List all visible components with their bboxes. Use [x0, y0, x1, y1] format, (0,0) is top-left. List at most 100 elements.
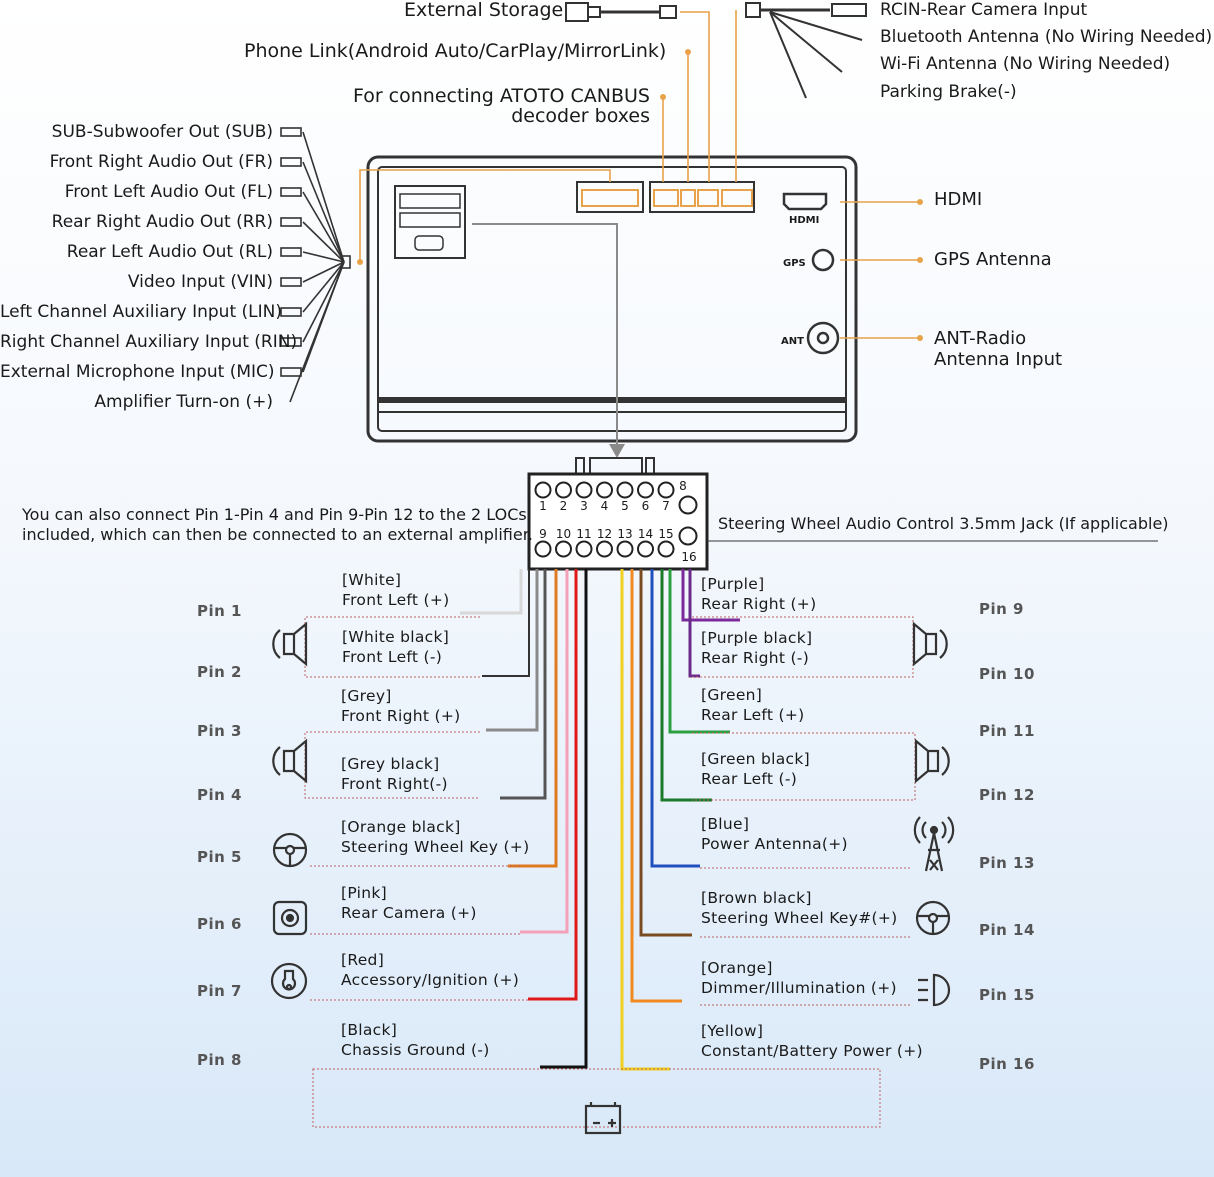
pin-number-label: Pin 16 — [979, 1055, 1035, 1073]
rca-plug-icon — [280, 307, 302, 317]
harness-wire — [681, 569, 740, 622]
loc-note-line2: included, which can then be connected to… — [22, 525, 533, 544]
wire-function-label: Rear Right (-) — [701, 649, 810, 667]
wire-function-label: Front Left (+) — [342, 591, 450, 609]
connector-pin-hole — [534, 540, 552, 558]
connector-pin-hole — [678, 526, 698, 546]
left-output-label: Rear Right Audio Out (RR) — [51, 212, 273, 232]
top-connectors — [576, 181, 755, 213]
harness-wire — [688, 569, 700, 678]
harness-wire — [508, 569, 558, 868]
wire-color-label: [Brown black] — [701, 889, 812, 907]
connector-pin-hole — [596, 540, 613, 558]
steering-wheel-icon — [915, 900, 951, 936]
connector-pin-number: 7 — [662, 499, 670, 513]
steering-jack-note: Steering Wheel Audio Control 3.5mm Jack … — [718, 514, 1169, 533]
connector-pin-number: 15 — [658, 527, 674, 541]
top-leader-lines — [359, 10, 920, 339]
connector-pin-number: 10 — [555, 527, 572, 541]
harness-wire — [630, 569, 682, 1003]
phone-link-label: Phone Link(Android Auto/CarPlay/MirrorLi… — [244, 40, 667, 62]
ant-label-line1: ANT-Radio — [934, 328, 1027, 349]
connector-pin-hole — [575, 481, 593, 499]
connector-pin-hole — [555, 481, 572, 499]
harness-wire — [500, 569, 547, 800]
wifi-label: Wi-Fi Antenna (No Wiring Needed) — [880, 54, 1171, 74]
wire-function-label: Power Antenna(+) — [701, 835, 848, 853]
harness-wire — [668, 569, 730, 734]
left-output-label: Front Left Audio Out (FL) — [64, 182, 273, 202]
left-output-label: Left Channel Auxiliary Input (LIN) — [0, 302, 282, 322]
wire-color-label: [Yellow] — [701, 1022, 764, 1040]
rcin-label: RCIN-Rear Camera Input — [880, 0, 1088, 20]
wire-function-label: Steering Wheel Key#(+) — [701, 909, 898, 927]
speaker-icon — [272, 621, 308, 667]
pin-number-label: Pin 1 — [197, 602, 242, 620]
side-ports — [782, 192, 840, 355]
rca-plug-icon — [280, 217, 302, 227]
connector-pin-number: 13 — [617, 527, 633, 541]
pin-number-label: Pin 6 — [197, 915, 242, 933]
connector-pin-number: 5 — [621, 499, 629, 513]
harness-wire — [460, 569, 523, 615]
pin-number-label: Pin 13 — [979, 854, 1035, 872]
harness-wire — [540, 569, 588, 1069]
harness-socket — [394, 185, 466, 259]
connector-pin-hole — [555, 540, 572, 558]
antenna-tower-icon — [913, 816, 955, 872]
rca-plug-icon — [280, 157, 302, 167]
rca-plug-icon — [280, 247, 302, 257]
camera-icon — [272, 900, 308, 936]
connector-pin-hole — [534, 481, 552, 499]
wire-function-label: Dimmer/Illumination (+) — [701, 979, 897, 997]
pin-number-label: Pin 3 — [197, 722, 242, 740]
bluetooth-label: Bluetooth Antenna (No Wiring Needed) — [880, 27, 1213, 47]
left-output-label: Amplifier Turn-on (+) — [94, 392, 273, 412]
pin-number-label: Pin 8 — [197, 1051, 242, 1069]
wire-function-label: Front Left (-) — [342, 648, 443, 666]
wire-color-label: [Blue] — [701, 815, 750, 833]
pin-number-label: Pin 4 — [197, 786, 242, 804]
wire-function-label: Rear Left (+) — [701, 706, 805, 724]
connector-pin-number: 9 — [539, 527, 547, 541]
wire-color-label: [Grey] — [341, 687, 392, 705]
pin-number-label: Pin 14 — [979, 921, 1035, 939]
harness-wire — [528, 569, 578, 1001]
rca-cable-fan — [280, 127, 351, 403]
wire-color-label: [Grey black] — [341, 755, 440, 773]
rca-plug-icon — [280, 127, 302, 137]
rca-plug-icon — [280, 337, 302, 347]
connector-pin-hole — [596, 481, 613, 499]
external-storage-label: External Storage — [404, 0, 564, 21]
connector-pin-number: 14 — [637, 527, 654, 541]
battery-icon — [584, 1102, 622, 1135]
canbus-label-line1: For connecting ATOTO CANBUS — [352, 85, 650, 107]
left-output-label: Front Right Audio Out (FR) — [49, 152, 273, 172]
pin-number-label: Pin 12 — [979, 786, 1035, 804]
wire-color-label: [Green] — [701, 686, 763, 704]
left-output-label: Video Input (VIN) — [127, 272, 273, 292]
wire-color-label: [Pink] — [341, 884, 388, 902]
harness-wire — [482, 569, 530, 677]
pin-underlines — [310, 865, 912, 1006]
harness-wire — [639, 569, 692, 937]
ant-label-line2: Antenna Input — [934, 349, 1063, 370]
harness-wires — [460, 569, 740, 1071]
pin-number-label: Pin 9 — [979, 600, 1024, 618]
connector-pin-hole — [575, 540, 593, 558]
connector-pointer-arrow — [472, 223, 625, 458]
steering-wheel-icon — [272, 832, 308, 868]
connector-pin-number: 3 — [580, 499, 588, 513]
wire-function-label: Rear Camera (+) — [341, 904, 477, 922]
hdmi-label: HDMI — [934, 189, 983, 210]
connector-pin-hole — [637, 540, 654, 558]
wire-color-label: [Orange] — [701, 959, 773, 977]
wire-color-label: [Orange black] — [341, 818, 461, 836]
head-unit — [366, 155, 858, 443]
connector-pin-number: 8 — [679, 479, 687, 493]
connector-pin-hole — [616, 540, 634, 558]
speaker-icon — [912, 621, 948, 667]
connector-pin-number: 2 — [559, 499, 568, 513]
wire-function-label: Constant/Battery Power (+) — [701, 1042, 923, 1060]
